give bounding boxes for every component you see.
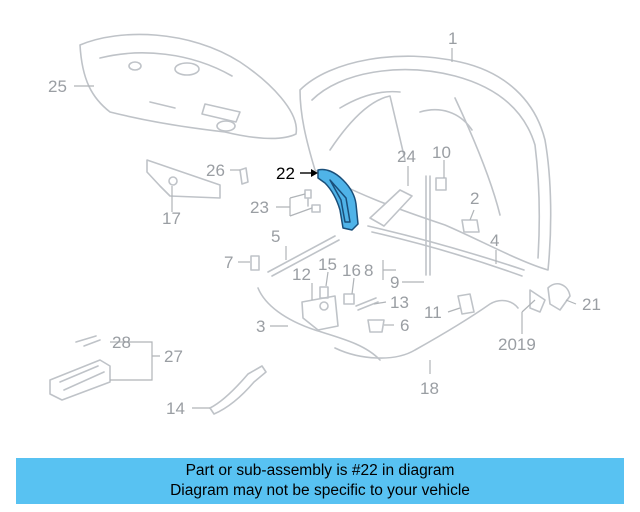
part-clip-16: [343, 293, 355, 305]
callout-28: 28: [112, 333, 131, 352]
callout-22: 22: [276, 164, 295, 183]
leader-22-arrowhead: [311, 169, 318, 177]
callout-1: 1: [448, 29, 457, 48]
callout-6: 6: [400, 316, 409, 335]
callout-3: 3: [256, 317, 265, 336]
callout-25: 25: [48, 77, 67, 96]
callout-2: 2: [470, 189, 479, 208]
callout-27: 27: [164, 347, 183, 366]
part-latch-12: [301, 295, 339, 331]
callout-17: 17: [162, 209, 181, 228]
part-cable-18: [334, 299, 519, 359]
callout-21: 21: [582, 295, 601, 314]
callout-9: 9: [390, 273, 399, 292]
part-rod-24: [425, 175, 431, 276]
part-bracket-17: [146, 159, 221, 199]
part-pad-24: [369, 189, 413, 227]
part-weatherstrip-5: [267, 235, 340, 277]
part-clip-28: [75, 335, 101, 347]
callout-26: 26: [206, 161, 225, 180]
part-bumper-2: [461, 219, 480, 233]
callout-4: 4: [490, 231, 499, 250]
part-latch-12-pivot: [319, 301, 329, 311]
part-bracket-11: [457, 293, 475, 315]
part-grommet-6: [367, 319, 385, 333]
part-assembly-27-detail: [59, 365, 105, 391]
part-clip-15: [319, 286, 329, 299]
part-assembly-27: [49, 359, 111, 401]
callout-5: 5: [271, 227, 280, 246]
part-handle-2019: [529, 289, 546, 313]
diagram-notice-banner: Part or sub-assembly is #22 in diagram D…: [16, 458, 624, 504]
part-seal-4: [367, 225, 525, 277]
callout-14: 14: [166, 399, 185, 418]
callout-16: 16: [342, 261, 361, 280]
part-clip-10: [435, 177, 447, 191]
callout-13: 13: [390, 293, 409, 312]
banner-line-disclaimer: Diagram may not be specific to your vehi…: [170, 482, 470, 499]
callout-7: 7: [224, 253, 233, 272]
callout-24: 24: [397, 147, 416, 166]
part-rod-14: [209, 365, 267, 415]
callout-15: 15: [318, 255, 337, 274]
callout-12: 12: [292, 265, 311, 284]
banner-line-part-number: Part or sub-assembly is #22 in diagram: [185, 462, 455, 479]
part-cable-3: [257, 287, 381, 361]
part-bracket-17-hole: [168, 176, 178, 186]
part-clip-26: [239, 167, 249, 185]
parts-diagram: 1 2 3 4 5 6 7 8 9 10 11 12 13 14 15 16 1…: [48, 29, 601, 418]
part-hood-insulator: [79, 33, 298, 140]
part-bolt-23a: [304, 189, 312, 207]
callout-11: 11: [424, 303, 442, 322]
callout-10: 10: [432, 143, 451, 162]
callout-8: 8: [364, 261, 373, 280]
part-bumper-7: [250, 255, 260, 271]
part-handle-21: [547, 283, 571, 311]
callout-23: 23: [250, 198, 269, 217]
part-hinge-22-inner: [329, 179, 351, 223]
callout-2019: 2019: [498, 335, 536, 354]
part-bolt-23b: [311, 204, 321, 213]
callout-18: 18: [420, 379, 439, 398]
leader-lines: [74, 48, 577, 409]
